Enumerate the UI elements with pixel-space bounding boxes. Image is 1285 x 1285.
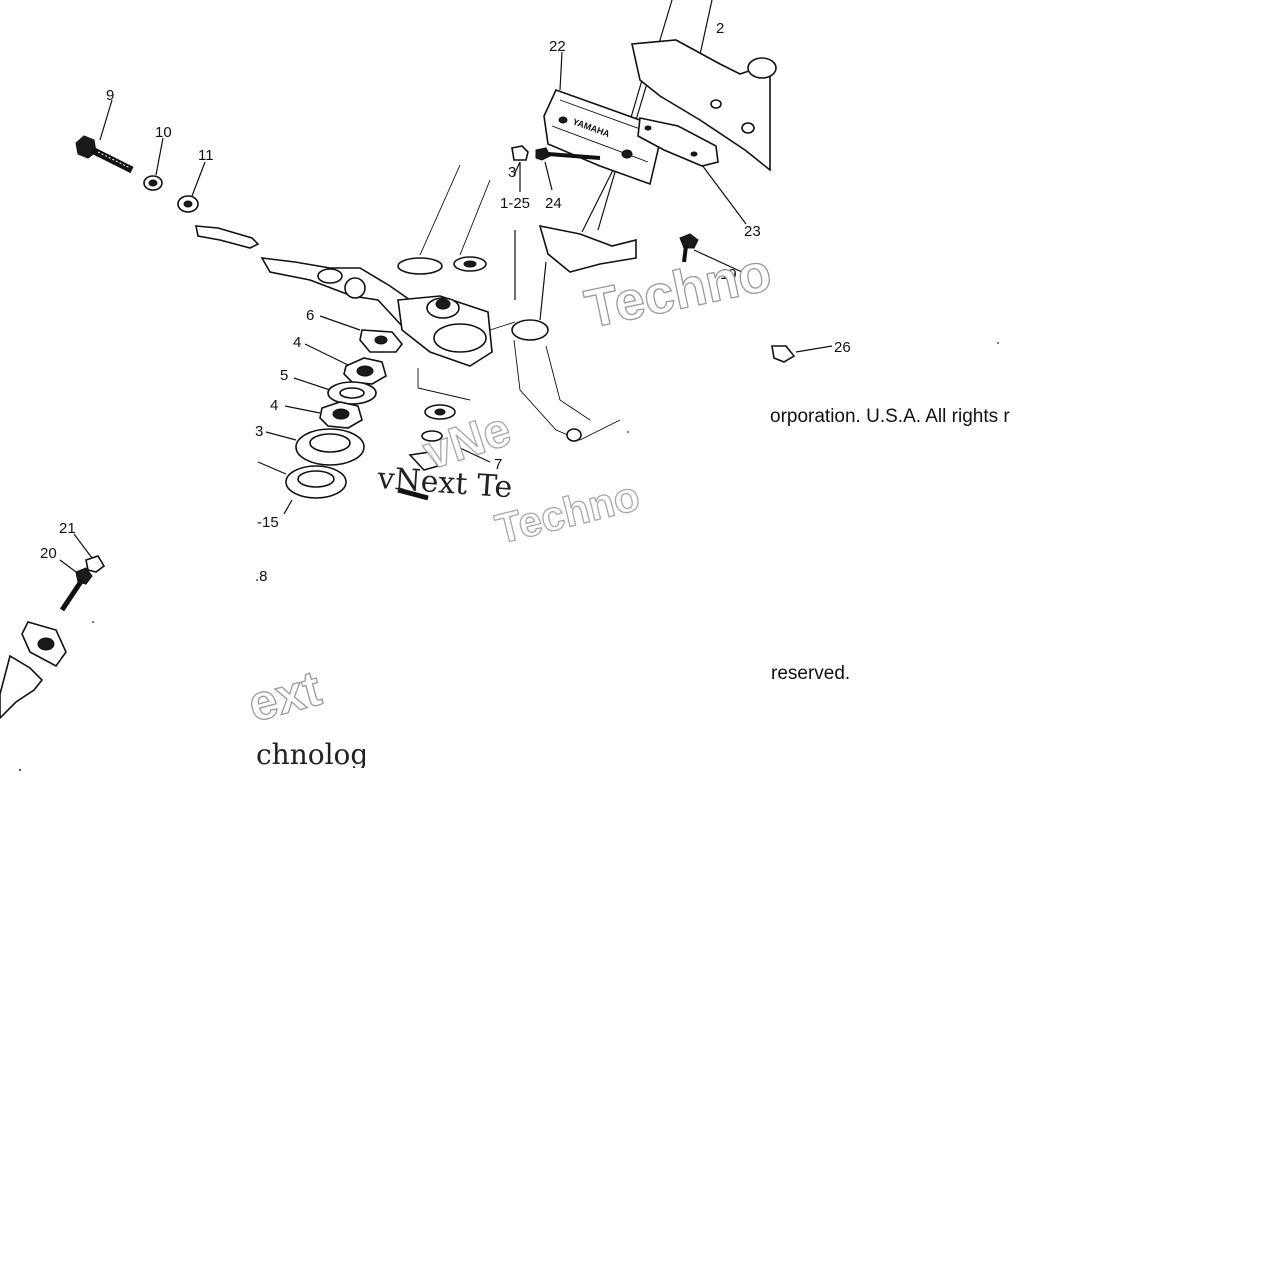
- locknut-4b: [284, 401, 363, 429]
- callout-5: 5: [280, 367, 288, 384]
- callout-8: .8: [255, 568, 268, 585]
- callout-3: 3: [508, 164, 516, 181]
- part-26: [771, 345, 833, 363]
- copyright-line-1: orporation. U.S.A. All rights r: [770, 406, 1010, 427]
- copyright-line-2: reserved.: [771, 663, 851, 684]
- callout-15: -15: [257, 514, 279, 531]
- lower-left-group: [0, 533, 106, 720]
- callout-20: 20: [40, 545, 57, 562]
- callout-11: 11: [198, 147, 214, 164]
- nut-6: [319, 315, 404, 353]
- center-panel: [257, 164, 516, 515]
- bolt-24: [535, 147, 601, 191]
- callout-24: 24: [545, 195, 562, 212]
- cap-3: [511, 145, 529, 192]
- callout-4-upper: 4: [293, 334, 301, 351]
- clip-bracket: [195, 225, 260, 249]
- washer-11: [177, 161, 206, 213]
- callout-6: 6: [306, 307, 314, 324]
- bearing-3: [265, 428, 365, 466]
- watermark-chnolo-bottom: chnolog: [256, 738, 368, 771]
- callout-23: 23: [744, 223, 761, 240]
- callout-9: 9: [106, 87, 114, 104]
- bolt-20: [59, 559, 93, 612]
- callout-21: 21: [59, 520, 76, 537]
- callout-22: 22: [549, 38, 566, 55]
- callout-19: 19: [720, 266, 737, 283]
- callout-3-lower: 3: [255, 423, 263, 440]
- washer-5: [293, 377, 377, 405]
- callout-7: 7: [494, 456, 502, 473]
- bolt-19: [679, 233, 743, 273]
- callout-2: 2: [716, 20, 724, 37]
- watermark-vnext-mid: vNext Te: [375, 461, 513, 505]
- callout-26: 26: [834, 339, 851, 356]
- upper-right-panel: YAMAHA: [511, 0, 833, 442]
- emblem-cover-22: YAMAHA: [543, 51, 663, 186]
- washer-10: [143, 137, 164, 191]
- bracket-23: [637, 117, 747, 225]
- callout-4-lower: 4: [270, 397, 278, 414]
- clamp-block: [21, 621, 67, 668]
- cap-21: [73, 533, 106, 573]
- watermark-techno-overlay: Techno: [491, 472, 644, 553]
- watermark-ext-bottom: ext: [242, 660, 327, 733]
- locknut-4a: [304, 343, 387, 385]
- callout-10: 10: [155, 124, 172, 141]
- race-15: [257, 461, 347, 515]
- bolt-9: [75, 99, 134, 174]
- callout-1-25: 1-25: [500, 195, 530, 212]
